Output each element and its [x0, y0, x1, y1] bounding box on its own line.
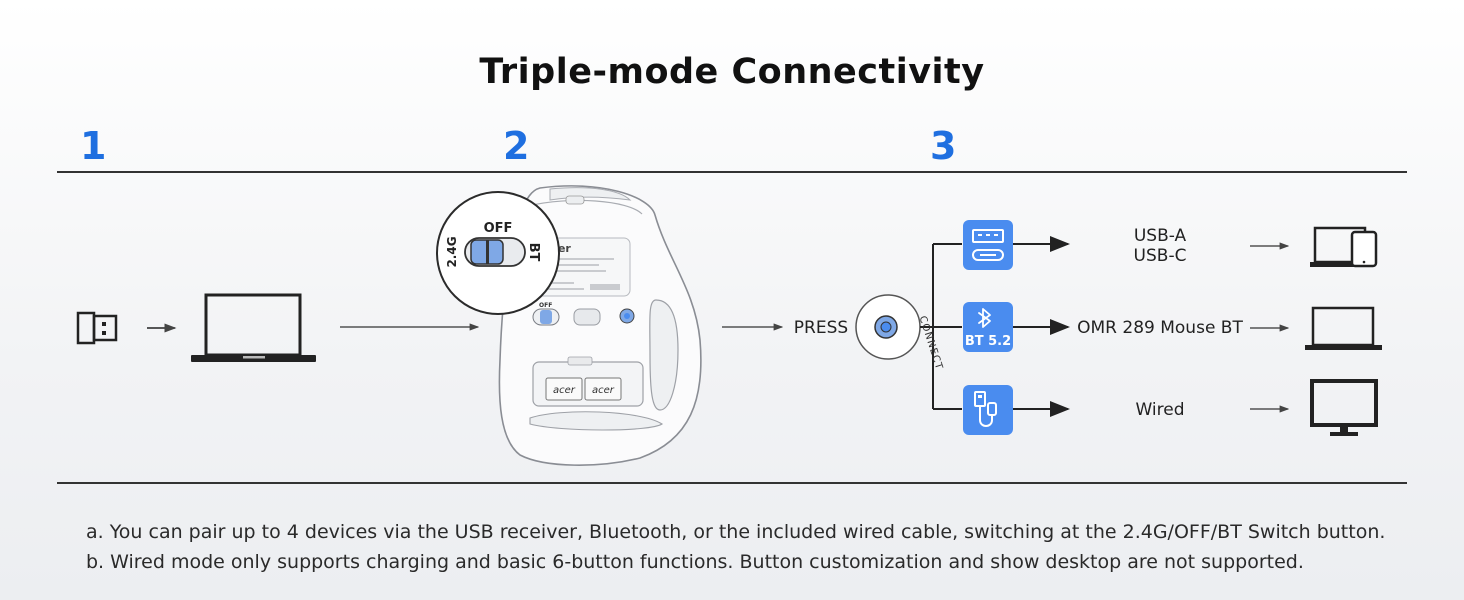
- tablet-icon: [1350, 230, 1378, 268]
- receiver-logo-right: acer: [592, 385, 615, 396]
- laptop-icon: [1305, 306, 1382, 350]
- bt-version-badge: BT 5.2: [965, 334, 1011, 349]
- top-divider: [57, 171, 1407, 173]
- connect-button-icon: [855, 294, 921, 360]
- switch-bt-label: BT: [526, 243, 541, 262]
- usb-a-label: USB-A: [1133, 226, 1187, 246]
- mode-branch-lines: [920, 236, 1070, 417]
- mode-bluetooth-label: OMR 289 Mouse BT: [1077, 318, 1243, 338]
- laptop-icon: [191, 293, 316, 362]
- usb-receiver-icon: [76, 311, 118, 345]
- step-number-2: 2: [503, 124, 530, 168]
- usb-c-label: USB-C: [1133, 246, 1187, 266]
- step-number-1: 1: [80, 124, 107, 168]
- page-title: Triple-mode Connectivity: [479, 52, 985, 92]
- mouse-switch-off-label: OFF: [539, 302, 552, 309]
- power-mode-switch-callout: OFF 2.4G BT: [436, 191, 560, 315]
- step-number-3: 3: [930, 124, 957, 168]
- mode-wired-label: Wired: [1135, 400, 1185, 420]
- switch-2.4g-label: 2.4G: [445, 236, 459, 267]
- switch-off-label: OFF: [484, 221, 513, 236]
- footnote-b: b. Wired mode only supports charging and…: [86, 551, 1304, 573]
- receiver-logo-left: acer: [553, 385, 576, 396]
- usb-ports-icon: [963, 220, 1013, 270]
- monitor-icon: [1310, 379, 1378, 436]
- mode-usb-label: USB-A USB-C: [1090, 226, 1230, 266]
- bluetooth-icon: BT 5.2: [963, 302, 1013, 352]
- footnote-a: a. You can pair up to 4 devices via the …: [86, 521, 1386, 543]
- usb-cable-icon: [963, 385, 1013, 435]
- press-label: PRESS: [793, 318, 849, 338]
- bottom-divider: [57, 482, 1407, 484]
